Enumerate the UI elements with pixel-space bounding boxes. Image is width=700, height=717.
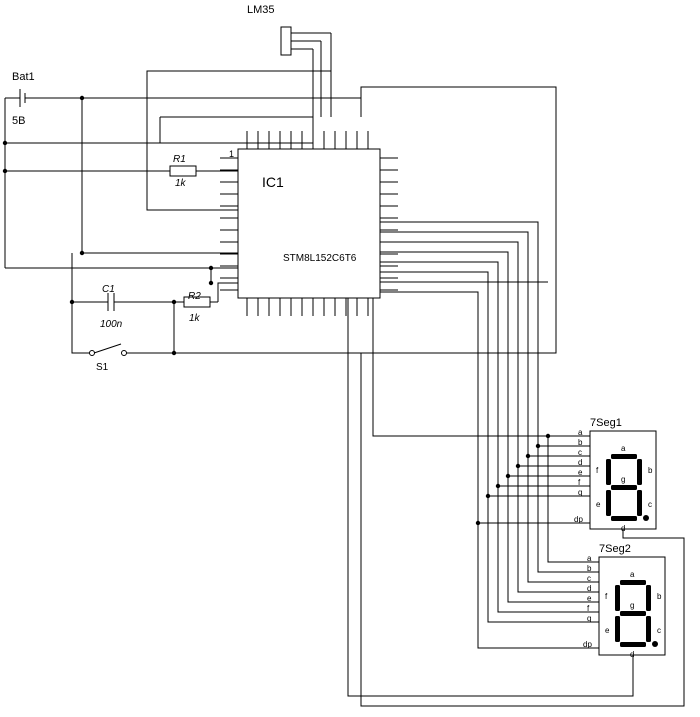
ic1-pins xyxy=(220,131,398,316)
resistor-r2[interactable]: R2 1k xyxy=(183,291,211,324)
segment-letter-g: g xyxy=(621,475,625,484)
ic1-pin1-marker: 1 xyxy=(229,149,234,159)
segment-letter-f: f xyxy=(605,592,608,601)
seg1-label: 7Seg1 xyxy=(590,417,622,429)
segment-g xyxy=(611,485,637,490)
seg-pin-label: c xyxy=(578,448,582,457)
segment-letter-c: c xyxy=(648,500,652,509)
segment-b xyxy=(646,585,651,611)
seg-pin-label: b xyxy=(587,564,592,573)
segment-letter-c: c xyxy=(657,626,661,635)
ic1-body xyxy=(237,148,381,299)
r1-label: R1 xyxy=(173,154,186,165)
seg-pin-label: e xyxy=(587,594,592,603)
digit-2: a b c d e f g xyxy=(605,570,662,659)
seg-pin-label: e xyxy=(578,468,583,477)
lm35-sensor[interactable]: LM35 xyxy=(247,4,332,117)
segment-e xyxy=(615,616,620,642)
lm35-label: LM35 xyxy=(247,4,275,16)
segment-letter-e: e xyxy=(596,500,601,509)
ic1-microcontroller[interactable]: IC1 STM8L152C6T6 1 xyxy=(220,131,398,316)
ic-return-wiring xyxy=(330,33,557,354)
seg2-label: 7Seg2 xyxy=(599,543,631,555)
seg-pin-label: g xyxy=(578,488,582,497)
seg-pin-label: c xyxy=(587,574,591,583)
dp-pin-label: dp xyxy=(574,515,583,524)
seg-pin-label: a xyxy=(578,428,583,437)
segment-letter-g: g xyxy=(630,601,634,610)
seg-pin-label: g xyxy=(587,614,591,623)
seg-pin-label: f xyxy=(578,478,581,487)
seg-pin-label: d xyxy=(578,458,582,467)
segment-letter-b: b xyxy=(648,466,653,475)
seg-pin-label: a xyxy=(587,554,592,563)
segment-d xyxy=(620,642,646,647)
switch-s1[interactable]: S1 xyxy=(89,343,127,373)
segment-letter-f: f xyxy=(596,466,599,475)
segment-f xyxy=(615,585,620,611)
segment-letter-d: d xyxy=(630,650,634,659)
segment-f xyxy=(606,459,611,485)
seg-pin-label: b xyxy=(578,438,583,447)
segment-g xyxy=(620,611,646,616)
reset-network xyxy=(69,253,361,356)
segment-a xyxy=(620,580,646,585)
decimal-point xyxy=(652,641,658,647)
segment-e xyxy=(606,490,611,516)
c1-label: C1 xyxy=(102,284,115,295)
lm35-body xyxy=(280,26,292,56)
capacitor-c1[interactable]: C1 100n xyxy=(100,284,123,330)
segment-c xyxy=(646,616,651,642)
segment-bus xyxy=(347,221,685,707)
r1-value: 1k xyxy=(175,178,187,189)
segment-b xyxy=(637,459,642,485)
r2-value: 1k xyxy=(189,313,201,324)
segment-letter-b: b xyxy=(657,592,662,601)
resistor-r1[interactable]: R1 1k xyxy=(169,154,197,189)
segment-letter-d: d xyxy=(621,524,625,533)
segment-letter-a: a xyxy=(630,570,635,579)
segment-a xyxy=(611,454,637,459)
bat1-label: Bat1 xyxy=(12,71,35,83)
r2-label: R2 xyxy=(188,291,201,302)
ic1-label: IC1 xyxy=(262,174,284,190)
ic1-part-number: STM8L152C6T6 xyxy=(283,253,357,264)
bat1-value: 5B xyxy=(12,115,25,127)
decimal-point xyxy=(643,515,649,521)
power-wiring xyxy=(2,70,361,271)
c1-value: 100n xyxy=(100,319,123,330)
seg-pin-label: f xyxy=(587,604,590,613)
segment-c xyxy=(637,490,642,516)
battery-bat1[interactable]: Bat1 5B xyxy=(5,71,82,127)
digit-1: a b c d e f g xyxy=(596,444,653,533)
segment-letter-e: e xyxy=(605,626,610,635)
dp-pin-label: dp xyxy=(583,640,592,649)
s1-label: S1 xyxy=(96,362,109,373)
segment-d xyxy=(611,516,637,521)
segment-letter-a: a xyxy=(621,444,626,453)
seg-pin-label: d xyxy=(587,584,591,593)
